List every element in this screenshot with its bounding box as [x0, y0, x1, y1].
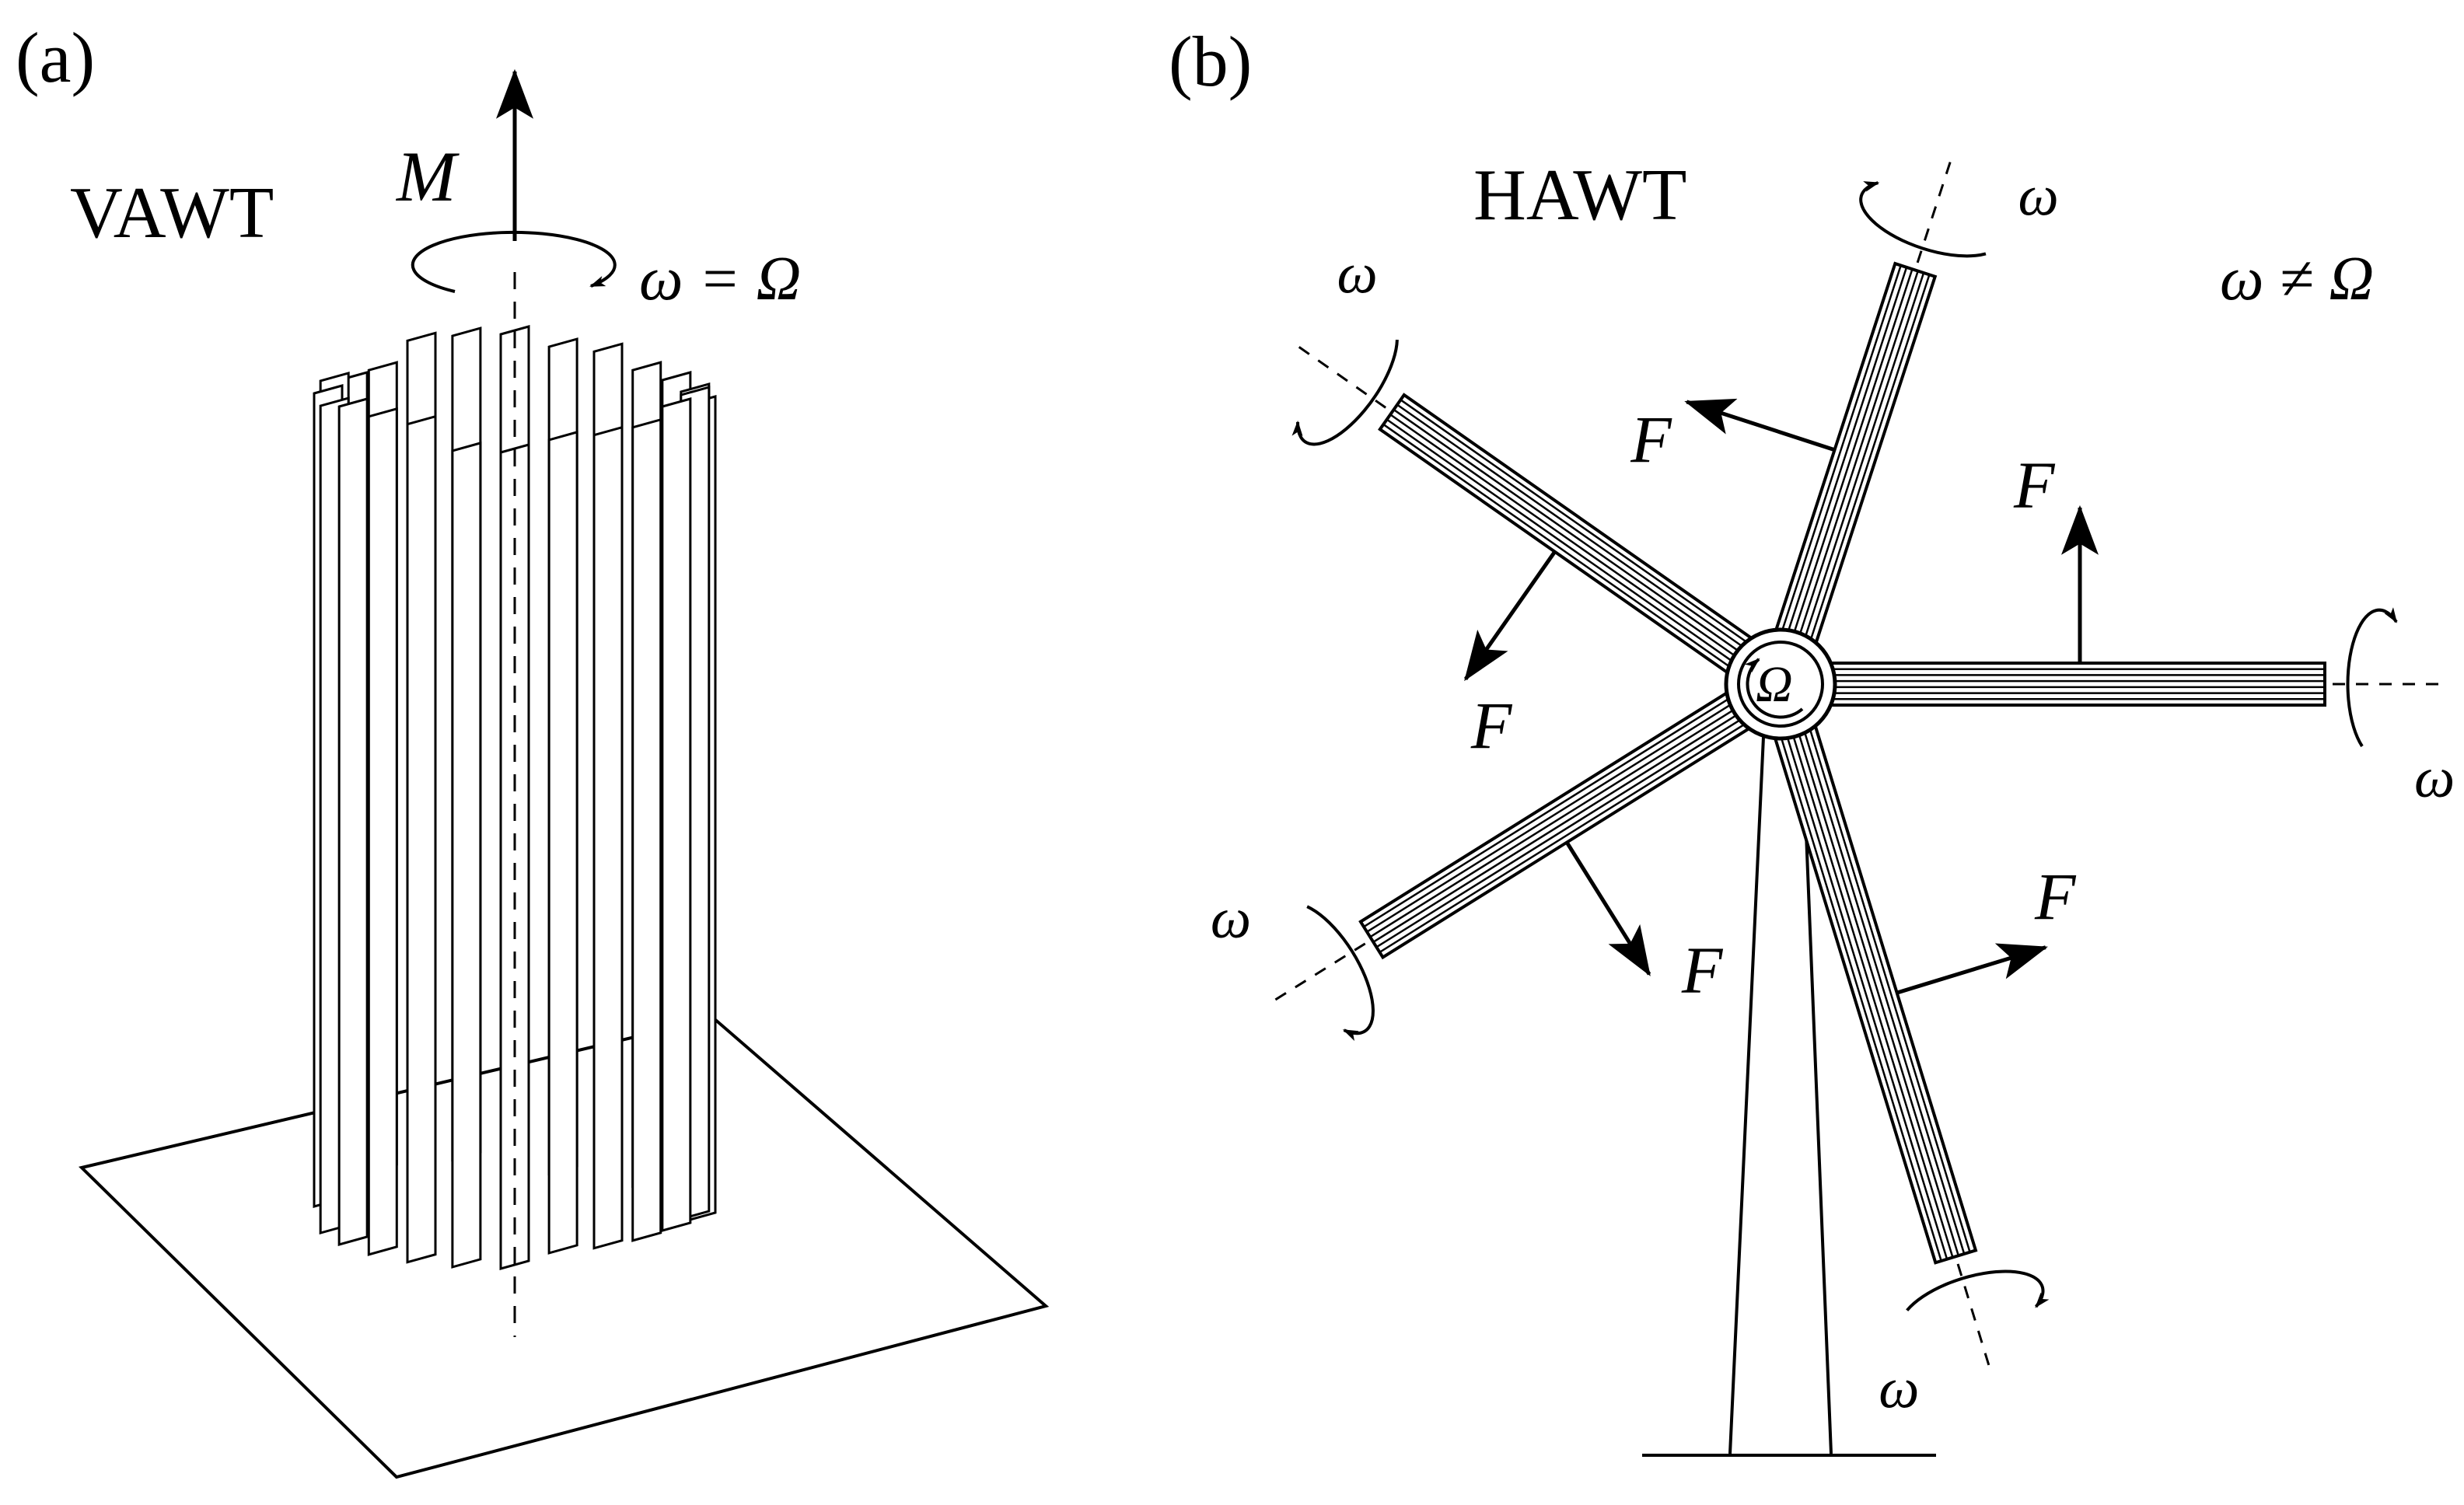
blade-outline	[1358, 689, 1755, 960]
blade: ωF	[1211, 689, 1755, 1042]
vawt-slat	[547, 430, 578, 1255]
rotation-arrow-icon	[411, 230, 617, 293]
blade-speed-label: ω	[1211, 887, 1251, 951]
force-label: F	[2013, 448, 2056, 522]
blade: ωF	[1289, 243, 1757, 763]
blade-speed-label: ω	[2018, 164, 2058, 228]
vawt-slat	[367, 407, 398, 1256]
vawt-title: VAWT	[70, 173, 274, 253]
panel-a-label: (a)	[16, 18, 95, 97]
blade-hatch-line	[1379, 721, 1749, 953]
blade-hatch-line	[1797, 271, 1919, 641]
hub: Ω	[1724, 627, 1837, 741]
blade-hatch-line	[1389, 414, 1742, 661]
vawt-slat	[631, 417, 662, 1242]
blade-hatch-line	[1363, 695, 1734, 928]
blade-hatch-line	[1796, 727, 1960, 1256]
blade-rotation-arrow-icon	[1859, 181, 1987, 258]
panel-a: (a) VAWT M ω = Ω	[16, 18, 1050, 1479]
moment-label: M	[395, 137, 460, 216]
hawt-title: HAWT	[1473, 155, 1686, 236]
blade-rotation-arrow-icon	[1291, 339, 1399, 446]
vawt-speed-relation: ω = Ω	[639, 245, 801, 313]
hub-speed-label: Ω	[1756, 656, 1793, 713]
vawt-slat	[406, 414, 437, 1264]
vawt-rotor	[313, 325, 717, 1270]
force-label: F	[1630, 403, 1672, 477]
force-arrow	[1684, 398, 1836, 452]
blade-hatch-line	[1802, 725, 1966, 1255]
blade-rotation-arrow-icon	[1306, 905, 1375, 1042]
vawt-slat	[661, 397, 692, 1232]
blade-hatch-line	[1386, 418, 1738, 666]
force-label: F	[1681, 933, 1724, 1007]
blade: ωF	[1826, 448, 2455, 810]
blade-hatch-line	[1369, 705, 1740, 938]
blade-hatch-line	[1375, 715, 1746, 948]
vawt-slat	[337, 397, 369, 1246]
blade-hatch-line	[1778, 732, 1942, 1262]
blade-hatch-line	[1780, 265, 1902, 636]
blade-pitch-axis	[1265, 942, 1366, 1007]
blade-outline	[1772, 720, 1978, 1265]
hub-rotation-arrow-icon	[1744, 658, 1804, 719]
blade-hatch-line	[1785, 267, 1908, 637]
blade-speed-label: ω	[2414, 746, 2455, 810]
hawt-speed-relation: ω ≠ Ω	[2220, 245, 2374, 313]
blade-outline	[1378, 393, 1757, 677]
blade-pitch-axis	[1916, 151, 1955, 264]
force-arrow	[1565, 841, 1651, 976]
blade-speed-label: ω	[1879, 1357, 1919, 1420]
blade-hatch-line	[1790, 729, 1954, 1258]
blade-hatch-line	[1382, 423, 1735, 671]
blade-hatch-line	[1372, 711, 1743, 943]
blade-hatch-line	[1784, 731, 1948, 1260]
force-arrow	[1896, 943, 2048, 995]
blade: ωF	[1630, 151, 2059, 648]
tower	[1642, 736, 1936, 1457]
blade-rotation-arrow-icon	[1906, 1269, 2050, 1311]
vawt-slat	[451, 441, 482, 1269]
blade-pitch-axis	[1956, 1263, 1994, 1376]
force-arrow	[1463, 550, 1557, 682]
blade-hatch-line	[1396, 403, 1749, 651]
blade: ωF	[1772, 720, 2077, 1420]
force-label: F	[2034, 859, 2077, 934]
vawt-slat	[499, 443, 530, 1270]
blade-hatch-line	[1808, 274, 1931, 645]
blade-outline	[1773, 261, 1938, 648]
blade-rotation-arrow-icon	[2346, 607, 2398, 748]
vawt-slat	[592, 425, 624, 1250]
blade-hatch-line	[1366, 700, 1737, 933]
blade-pitch-axis	[1289, 340, 1386, 409]
blade-hatch-line	[1393, 408, 1745, 656]
blade-hatch-line	[1802, 272, 1925, 643]
blade-speed-label: ω	[1337, 243, 1377, 306]
blade-hatch-line	[1791, 268, 1914, 640]
blade-hatch-line	[1807, 724, 1971, 1253]
force-label: F	[1470, 689, 1513, 763]
blade-hatch-line	[1400, 399, 1752, 646]
panel-b-label: (b)	[1169, 22, 1252, 101]
